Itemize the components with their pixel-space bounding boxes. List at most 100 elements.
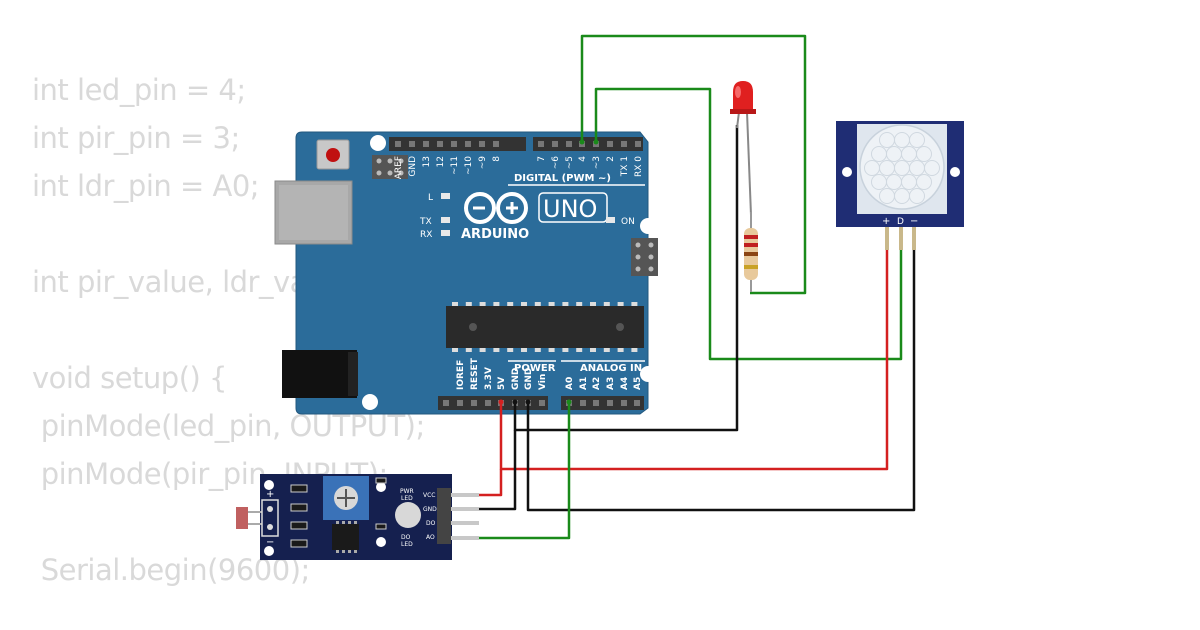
digital-pin-label: ~9 bbox=[478, 156, 488, 170]
ldr-sensor-module[interactable]: + − PWR LED DO LED VCC GND DO AO bbox=[236, 474, 479, 560]
digital-pin-hole[interactable] bbox=[552, 141, 558, 147]
arduino-brand-text: ARDUINO bbox=[461, 227, 529, 242]
digital-pin-label: 2 bbox=[606, 156, 616, 162]
code-line: int pir_pin = 3; bbox=[32, 121, 240, 155]
digital-pin-label: 8 bbox=[492, 156, 502, 162]
power-analog-pin-label: 5V bbox=[497, 377, 507, 390]
ldr-header-pin[interactable] bbox=[451, 521, 479, 525]
red-led[interactable] bbox=[730, 81, 756, 216]
power-analog-pin-hole[interactable] bbox=[485, 400, 491, 406]
power-analog-pin-hole[interactable] bbox=[539, 400, 545, 406]
digital-header-left bbox=[389, 137, 526, 151]
digital-pin-hole[interactable] bbox=[538, 141, 544, 147]
power-analog-pin-holes[interactable] bbox=[443, 400, 640, 406]
wire-5v-pir-vcc[interactable] bbox=[499, 247, 889, 471]
dc-jack-rim bbox=[348, 352, 358, 396]
digital-header-right bbox=[533, 137, 643, 151]
digital-pin-hole[interactable] bbox=[635, 141, 641, 147]
atmega-chip bbox=[446, 302, 644, 352]
ldr-header-pin[interactable] bbox=[451, 507, 479, 511]
pir-minus-label: − bbox=[910, 216, 918, 227]
ldr-pin-gnd-label: GND bbox=[423, 506, 437, 513]
digital-pin-label: 4 bbox=[578, 156, 588, 162]
power-analog-pin-hole[interactable] bbox=[634, 400, 640, 406]
digital-pin-hole[interactable] bbox=[566, 141, 572, 147]
power-analog-pin-hole[interactable] bbox=[607, 400, 613, 406]
analog-header bbox=[561, 396, 644, 410]
digital-pin-holes[interactable] bbox=[395, 141, 641, 147]
usb-connector-inner bbox=[279, 185, 348, 240]
pir-pin-gnd[interactable] bbox=[912, 227, 916, 250]
power-analog-pin-label: A3 bbox=[606, 377, 616, 390]
digital-pin-hole[interactable] bbox=[607, 141, 613, 147]
do-led-label-1: DO bbox=[401, 534, 411, 541]
reset-button-cap[interactable] bbox=[326, 148, 340, 162]
digital-pin-label: RX 0 bbox=[634, 156, 644, 177]
digital-pin-hole[interactable] bbox=[465, 141, 471, 147]
do-led-label-2: LED bbox=[401, 541, 413, 548]
power-analog-pin-hole[interactable] bbox=[621, 400, 627, 406]
power-analog-pin-label: RESET bbox=[470, 357, 480, 390]
pir-pin-out[interactable] bbox=[899, 227, 903, 250]
pwr-led-label-1: PWR bbox=[400, 488, 414, 495]
rx-led bbox=[441, 230, 450, 236]
pir-motion-sensor[interactable]: + D − bbox=[836, 121, 964, 250]
mounting-hole bbox=[362, 394, 378, 410]
mounting-hole bbox=[640, 218, 656, 234]
power-analog-pin-label: 3.3V bbox=[484, 367, 494, 390]
ldr-header-pin[interactable] bbox=[451, 536, 479, 540]
digital-pin-hole[interactable] bbox=[451, 141, 457, 147]
power-analog-pin-label: Vin bbox=[538, 374, 548, 390]
power-header bbox=[438, 396, 548, 410]
digital-pin-label: 13 bbox=[422, 156, 432, 167]
wire-5v-ldr-vcc[interactable] bbox=[478, 469, 503, 497]
power-analog-pin-label: GND bbox=[524, 368, 534, 390]
wire-a0-ldr-ao[interactable] bbox=[478, 402, 571, 540]
on-led-label: ON bbox=[621, 217, 635, 227]
tx-led-label: TX bbox=[419, 217, 432, 227]
analog-in-label: ANALOG IN bbox=[580, 363, 642, 374]
wire-led-gnd[interactable] bbox=[513, 125, 739, 432]
code-line: int led_pin = 4; bbox=[32, 73, 246, 107]
code-line: int ldr_pin = A0; bbox=[32, 169, 260, 203]
digital-pin-hole[interactable] bbox=[423, 141, 429, 147]
power-analog-pin-hole[interactable] bbox=[593, 400, 599, 406]
digital-pin-label: ~6 bbox=[551, 156, 561, 170]
wires bbox=[478, 34, 916, 540]
power-analog-pin-hole[interactable] bbox=[457, 400, 463, 406]
comparator-chip bbox=[332, 524, 359, 550]
code-line: void setup() { bbox=[32, 361, 227, 395]
wire-gnd-pir-gnd[interactable] bbox=[526, 247, 916, 512]
rx-led-label: RX bbox=[420, 230, 432, 240]
pir-pin-plus[interactable] bbox=[885, 227, 889, 250]
digital-pin-label: ~10 bbox=[464, 156, 474, 175]
digital-pin-hole[interactable] bbox=[395, 141, 401, 147]
uno-model-text: UNO bbox=[543, 195, 597, 223]
digital-pin-hole[interactable] bbox=[621, 141, 627, 147]
power-analog-pin-label: A5 bbox=[633, 377, 643, 390]
ldr-header-pin[interactable] bbox=[451, 493, 479, 497]
power-analog-pin-label: A4 bbox=[620, 377, 630, 390]
resistor[interactable] bbox=[744, 212, 758, 292]
power-analog-pin-label: A1 bbox=[579, 377, 589, 390]
digital-pin-hole[interactable] bbox=[479, 141, 485, 147]
digital-pin-label: 7 bbox=[537, 156, 547, 162]
digital-pin-hole[interactable] bbox=[493, 141, 499, 147]
ldr-pin-ao-label: AO bbox=[426, 534, 435, 541]
l-led bbox=[441, 193, 450, 199]
digital-pin-label: AREF bbox=[394, 156, 404, 179]
power-analog-pin-label: A0 bbox=[565, 377, 575, 390]
power-analog-pin-hole[interactable] bbox=[471, 400, 477, 406]
power-pin-hole[interactable] bbox=[443, 400, 449, 406]
wire-gnd-ldr-gnd[interactable] bbox=[478, 430, 517, 511]
power-analog-pin-hole[interactable] bbox=[580, 400, 586, 406]
digital-pwm-label: DIGITAL (PWM ~) bbox=[514, 173, 611, 184]
wire-pin3-pir-out[interactable] bbox=[594, 87, 903, 361]
digital-pin-hole[interactable] bbox=[437, 141, 443, 147]
wire-pin4-led[interactable] bbox=[580, 34, 807, 295]
digital-pin-hole[interactable] bbox=[409, 141, 415, 147]
